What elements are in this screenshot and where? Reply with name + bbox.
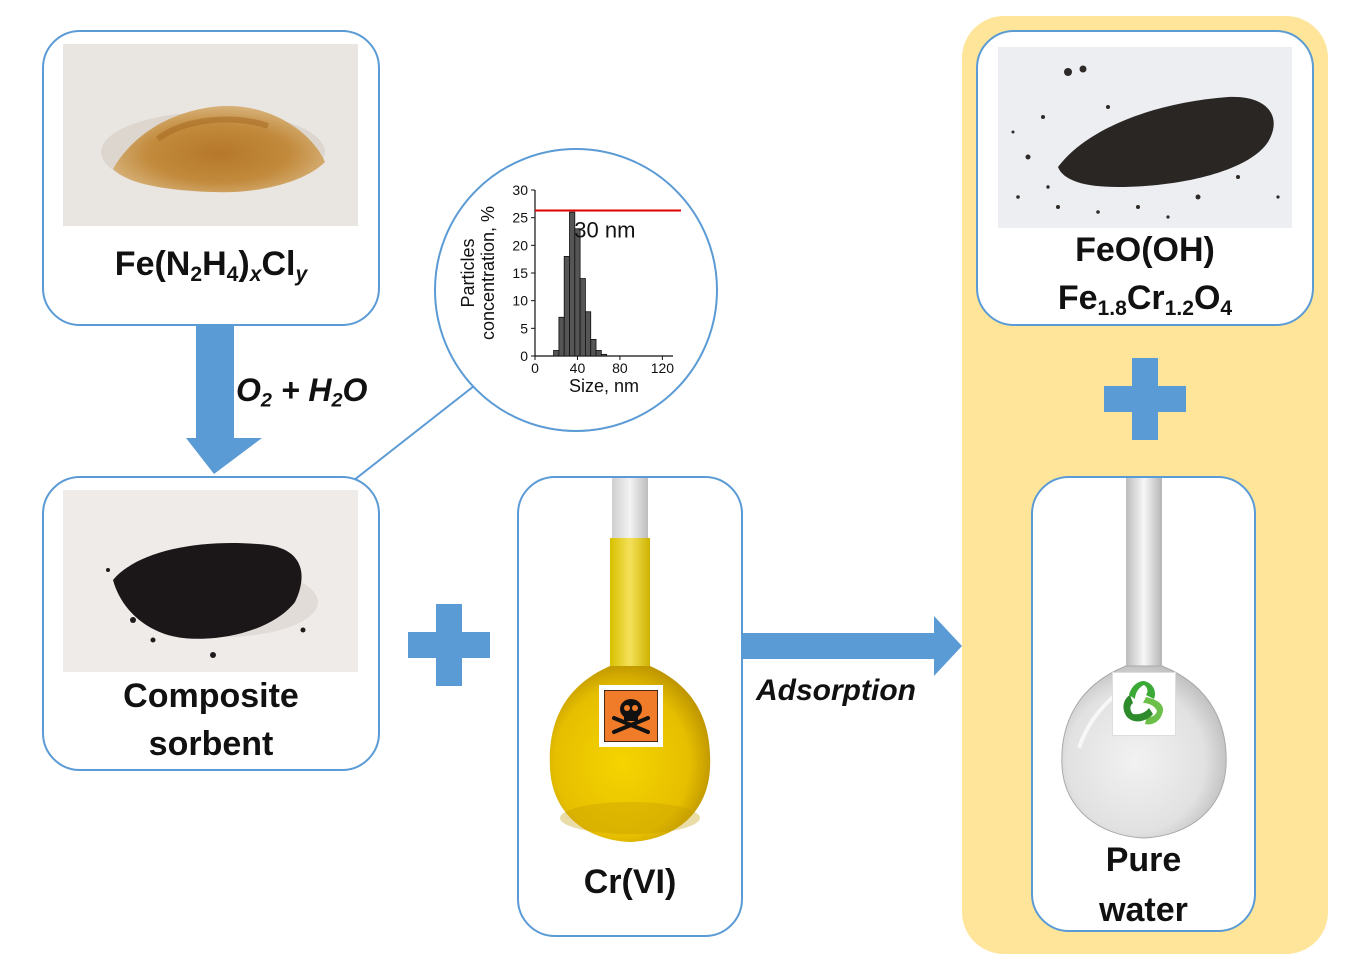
x-tick-label: 40: [570, 360, 586, 376]
size-bar: [574, 228, 581, 357]
precursor-powder-photo: [63, 44, 358, 226]
size-bar: [558, 316, 565, 357]
clear-flask-photo: [1061, 478, 1227, 839]
composite-powder-photo: [63, 490, 358, 672]
recycle-leaf-icon: [1123, 681, 1164, 725]
pure-water-label: Pure water: [1099, 841, 1188, 929]
y-tick-label: 30: [512, 182, 528, 198]
chromium-label: Cr(VI): [583, 863, 677, 901]
y-tick-label: 5: [520, 320, 528, 336]
product-powder-photo: [998, 47, 1292, 228]
plus-sign-right: [1104, 358, 1186, 440]
size-bar: [553, 350, 560, 357]
x-tick-label: 0: [531, 360, 539, 376]
down-arrow: [186, 326, 262, 474]
chart-bars: [553, 211, 608, 357]
size-bar: [590, 338, 597, 357]
size-bar: [563, 256, 570, 357]
size-bar: [585, 311, 592, 357]
skull-crossbones-icon: [603, 689, 659, 743]
reaction-conditions-label: O2 + H2O: [236, 372, 368, 412]
right-arrow: [742, 616, 962, 676]
chart-y-axis-label-line2: concentration, %: [478, 206, 498, 340]
product-label: FeO(OH) Fe1.8Cr1.2O4: [1057, 231, 1233, 320]
hazard-label: [599, 685, 663, 747]
precursor-label: Fe(N2H4)xCly: [114, 245, 308, 286]
chart-y-axis-label-line1: Particles: [458, 238, 478, 307]
plus-sign-left: [408, 604, 490, 686]
y-tick-label: 25: [512, 210, 528, 226]
x-tick-label: 80: [612, 360, 628, 376]
size-bar: [600, 353, 608, 357]
adsorption-label: Adsorption: [756, 674, 916, 707]
yellow-flask-photo: [549, 478, 711, 842]
size-bar: [579, 278, 586, 357]
y-tick-label: 0: [520, 348, 528, 364]
chart-axes: [534, 190, 673, 357]
composite-label: Composite sorbent: [123, 677, 299, 763]
chart-x-axis-label: Size, nm: [569, 376, 639, 396]
recycle-label: [1112, 672, 1176, 736]
y-tick-label: 20: [512, 237, 528, 253]
y-tick-label: 15: [512, 265, 528, 281]
y-tick-label: 10: [512, 293, 528, 309]
size-distribution-chart: 0 5 10 15 20 25 30 0 40 80 120 30 nm Size, nm Part…: [458, 182, 681, 396]
chart-annotation: 30 nm: [574, 217, 635, 242]
size-bar: [595, 350, 602, 357]
x-tick-label: 120: [651, 360, 675, 376]
chart-ticks: 0 5 10 15 20 25 30 0 40 80 120: [512, 182, 674, 376]
